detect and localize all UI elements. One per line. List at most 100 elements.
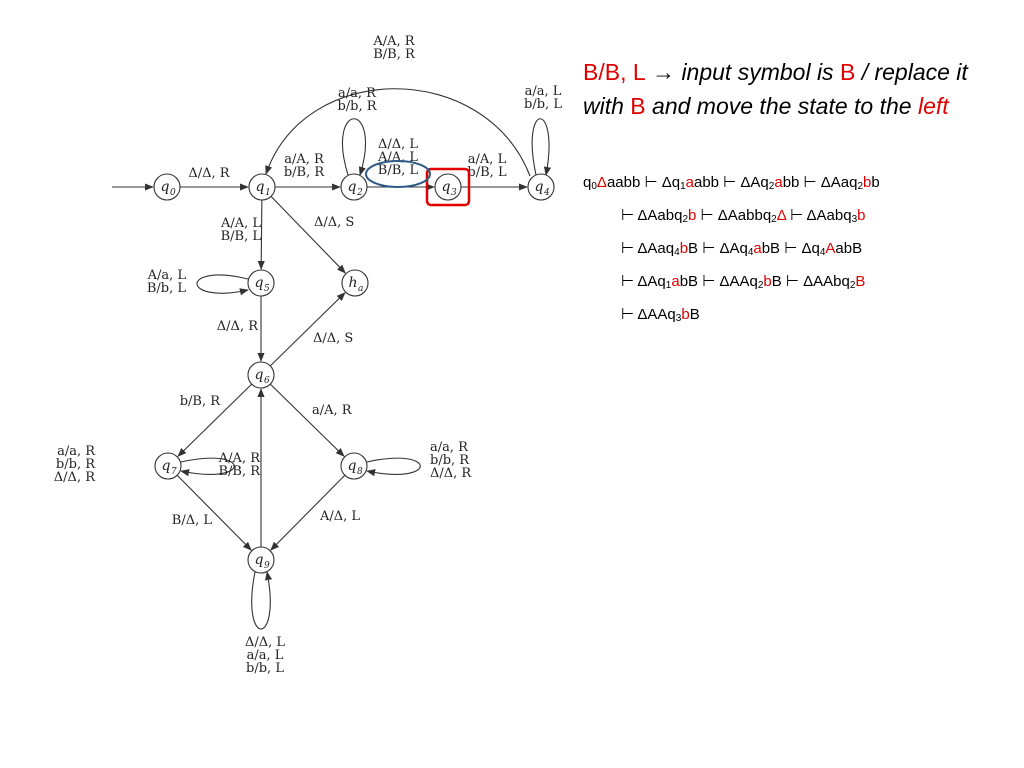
svg-text:h: h — [348, 275, 357, 291]
note-direction: left — [917, 93, 949, 119]
transition-label-q8-q8: b/b, R — [430, 453, 470, 468]
svg-text:8: 8 — [357, 467, 363, 477]
transition-label-q1-ha: Δ/Δ, S — [314, 215, 354, 230]
transition-q2-q2 — [342, 118, 366, 176]
transition-q1-q5 — [257, 199, 265, 270]
transition-q8-q8 — [366, 457, 421, 477]
transition-label-q5-q6: Δ/Δ, R — [217, 319, 259, 334]
transition-label-q6-ha: Δ/Δ, S — [313, 331, 353, 346]
transition-label-q7-q7: Δ/Δ, R — [54, 470, 96, 485]
transition-label-q4-q1: A/A, R — [372, 34, 415, 49]
transition-label-q9-q9: a/a, L — [247, 648, 284, 663]
svg-text:q: q — [255, 552, 264, 568]
transition-q1-ha — [270, 195, 346, 274]
transition-q8-q9 — [270, 474, 346, 551]
svg-text:q: q — [255, 367, 264, 383]
computation-trace: q0Δaabb ⊢ Δq1aabb ⊢ ΔAq2abb ⊢ ΔAaq2bb ⊢ Δ… — [583, 168, 1003, 333]
svg-text:4: 4 — [543, 188, 550, 198]
transition-explanation: B/B, L → input symbol is B / replace it … — [583, 55, 993, 123]
transition-label-q1-q5: A/A, L — [220, 216, 261, 231]
transition-label-q6-q7: b/B, R — [180, 394, 222, 409]
transition-label-q2-q2: b/b, R — [337, 99, 377, 114]
transition-q7-q9 — [176, 474, 252, 551]
transition-label-q4-q1: B/B, R — [373, 47, 416, 62]
transition-label-q8-q8: a/a, R — [430, 440, 469, 455]
transition-q5-q5 — [196, 274, 249, 296]
svg-text:7: 7 — [171, 467, 177, 477]
trace-line: ⊢ ΔAAq3bB — [621, 306, 700, 324]
note-text-1: input symbol is — [681, 59, 834, 85]
transition-label-q9-q9: Δ/Δ, L — [245, 635, 285, 650]
svg-text:q: q — [162, 458, 171, 474]
svg-text:q: q — [256, 179, 265, 195]
transition-label-q6-q8: a/A, R — [312, 403, 353, 418]
transition-label-q3-q4: b/B, L — [467, 165, 507, 180]
trace-line: ⊢ ΔAabq2b ⊢ ΔAabbq2Δ ⊢ ΔAabq3b — [621, 207, 866, 225]
transition-q6-q8 — [269, 383, 345, 457]
highlight-state-box — [425, 167, 471, 207]
svg-text:q: q — [442, 179, 451, 195]
note-symbol-2: B — [630, 93, 646, 119]
transition-label-q0-q1: Δ/Δ, R — [188, 166, 230, 181]
highlight-transition-ring — [365, 160, 431, 188]
transition-label-q1-q2: a/A, R — [284, 152, 325, 167]
transition-label-q9-q9: b/b, L — [246, 661, 284, 676]
transition-label-q2-q3: Δ/Δ, L — [378, 137, 418, 152]
transition-q7-q7 — [180, 457, 235, 477]
svg-text:3: 3 — [451, 188, 457, 198]
svg-text:q: q — [348, 458, 357, 474]
transition-label-q2-q2: a/a, R — [338, 86, 377, 101]
svg-text:q: q — [535, 179, 544, 195]
svg-text:5: 5 — [264, 284, 270, 294]
transition-label-q5-q5: A/a, L — [147, 268, 187, 283]
svg-text:a: a — [358, 284, 363, 294]
right-arrow-icon: → — [652, 59, 676, 85]
note-text-3: and move the state to the — [652, 93, 912, 119]
transition-q4-q4 — [531, 118, 552, 176]
transition-label-q7-q7: a/a, R — [57, 444, 96, 459]
note-symbol-1: B — [839, 59, 856, 85]
transition-label-q1-q5: B/B, L — [221, 229, 262, 244]
transition-q9-q9 — [251, 571, 273, 630]
trace-line: ⊢ ΔAq1abB ⊢ ΔAAq2bB ⊢ ΔAAbq2B — [621, 273, 866, 291]
transition-label-q2-q3: B/B, L — [378, 163, 419, 178]
transition-label-q4-q4: a/a, L — [525, 84, 562, 99]
trace-line: ⊢ ΔAaq4bB ⊢ ΔAq4abB ⊢ Δq4AabB — [621, 240, 863, 258]
transition-label-q9-q6: A/A, R — [218, 451, 261, 466]
note-text-2: / replace it with — [583, 59, 968, 119]
transition-label-q8-q8: Δ/Δ, R — [430, 466, 472, 481]
svg-text:2: 2 — [356, 188, 363, 198]
note-rule: B/B, L — [583, 59, 646, 85]
transition-label-q4-q4: b/b, L — [524, 97, 562, 112]
transition-q6-ha — [269, 292, 346, 367]
svg-text:q: q — [255, 275, 264, 291]
svg-text:9: 9 — [264, 561, 270, 571]
svg-text:q: q — [348, 179, 357, 195]
transition-label-q8-q9: A/Δ, L — [319, 509, 360, 524]
trace-line: q0Δaabb ⊢ Δq1aabb ⊢ ΔAq2abb ⊢ ΔAaq2bb — [583, 174, 880, 192]
svg-text:1: 1 — [265, 188, 271, 198]
transition-q4-q1 — [265, 88, 531, 177]
svg-text:q: q — [161, 179, 170, 195]
transition-label-q7-q9: B/Δ, L — [172, 513, 213, 528]
transition-label-q5-q5: B/b, L — [147, 281, 187, 296]
transition-label-q7-q7: b/b, R — [56, 457, 96, 472]
transition-label-q1-q2: b/B, R — [284, 165, 326, 180]
transition-q6-q7 — [177, 383, 253, 457]
svg-text:6: 6 — [264, 376, 270, 386]
transition-label-q3-q4: a/A, L — [468, 152, 507, 167]
svg-text:0: 0 — [170, 188, 176, 198]
transition-label-q9-q6: B/B, R — [218, 464, 261, 479]
